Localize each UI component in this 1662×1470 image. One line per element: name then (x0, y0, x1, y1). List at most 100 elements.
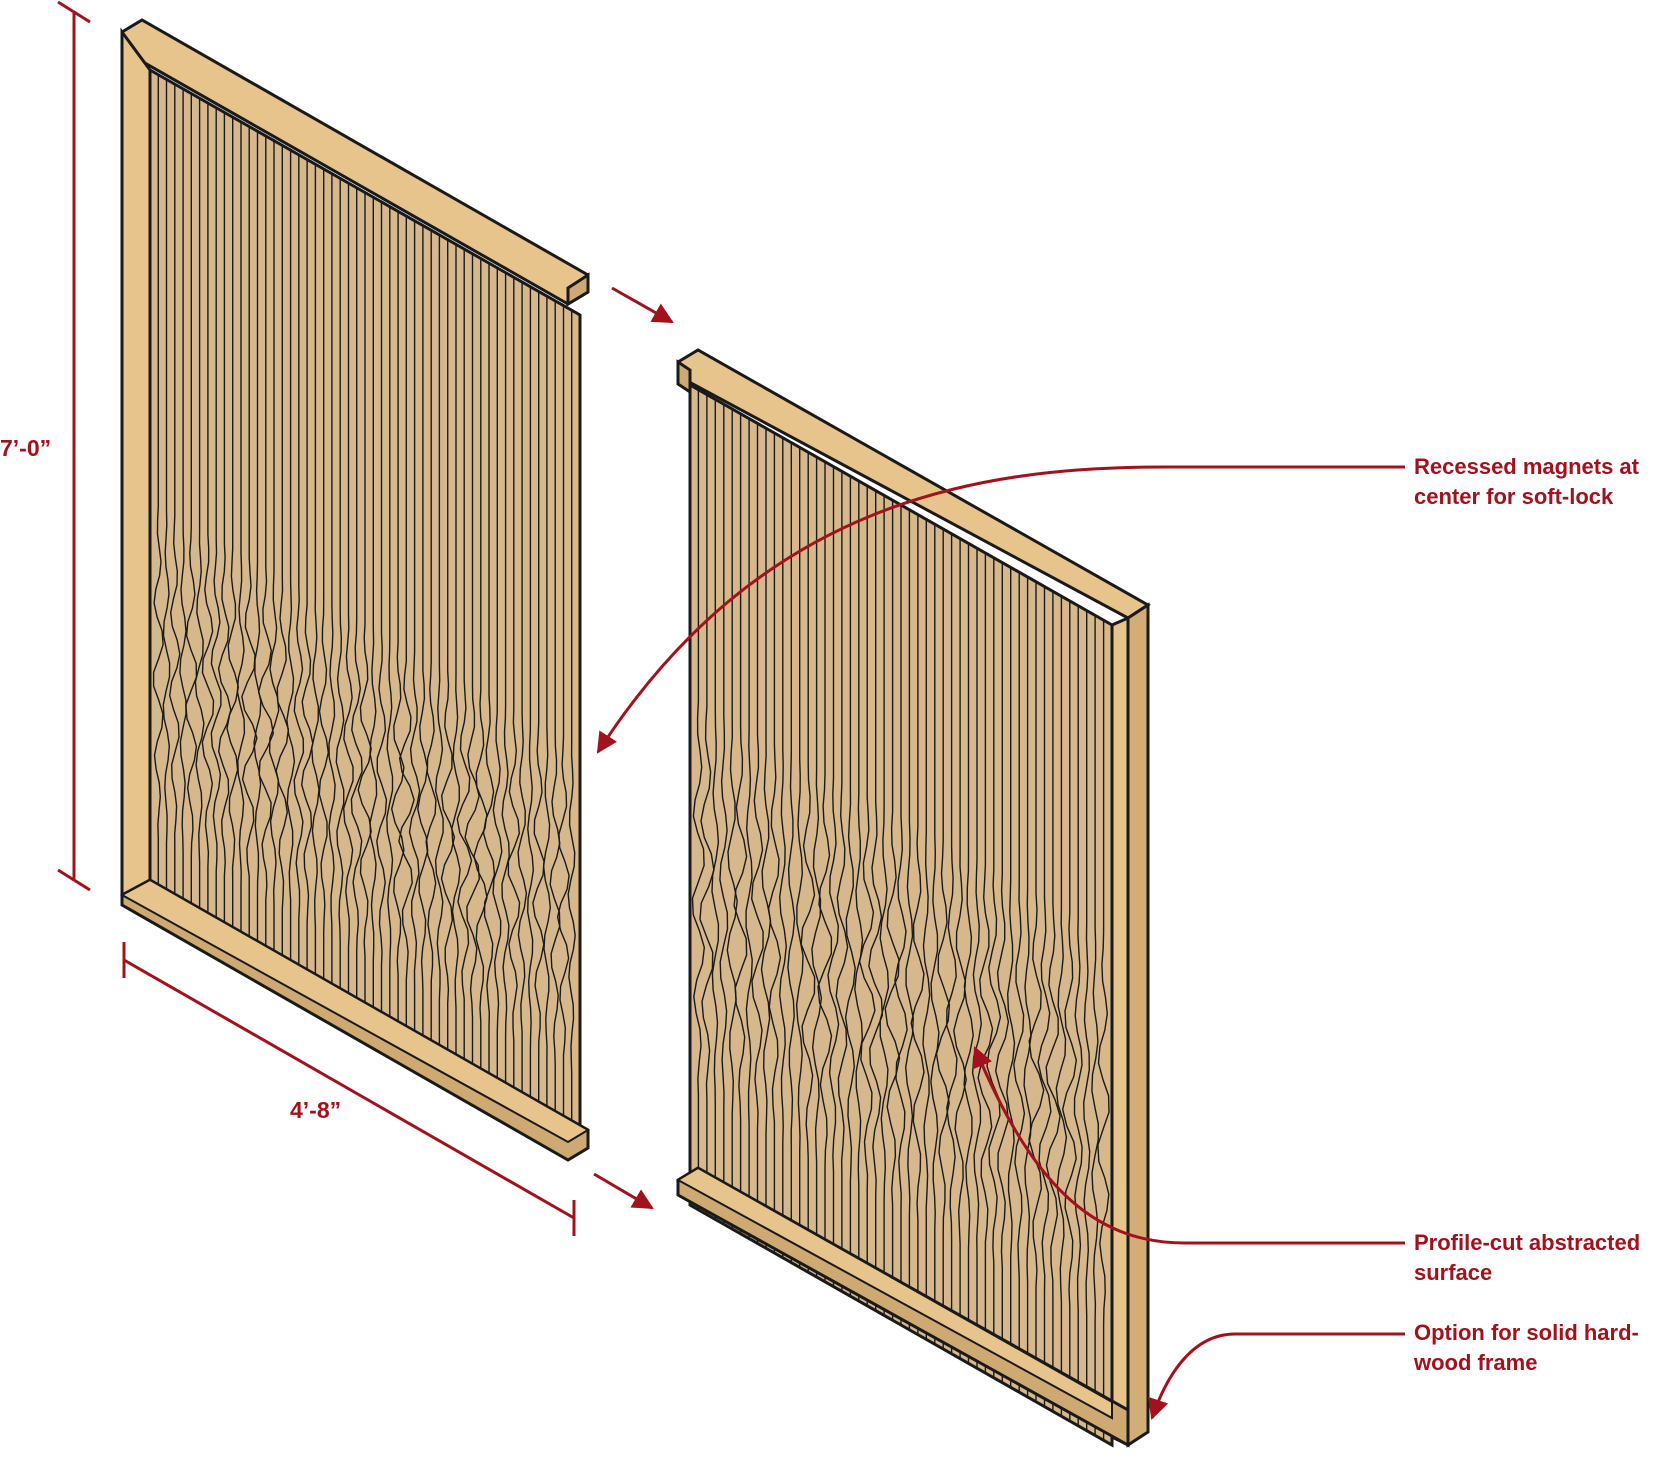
slat-line (311, 164, 320, 995)
slat-line (1023, 577, 1032, 1397)
slat-line (350, 187, 363, 1018)
slat-line (226, 117, 240, 948)
slat-line (473, 258, 488, 1089)
callout-surface: Profile-cut abstracted surface (1414, 1228, 1640, 1288)
slat-line (440, 239, 456, 1070)
slat-line (1037, 586, 1052, 1407)
slat-line (507, 277, 521, 1108)
slat-line (456, 249, 473, 1079)
slat-line (162, 79, 171, 910)
slat-line (152, 74, 164, 905)
slat-line (236, 121, 246, 952)
slat-line (369, 197, 378, 1028)
slat-line (1073, 605, 1083, 1426)
slat-line (827, 466, 840, 1287)
slat-line (733, 413, 748, 1234)
slat-line (1006, 567, 1016, 1388)
right-panel-face (688, 382, 1114, 1448)
callout-frame: Option for solid hard- wood frame (1414, 1318, 1639, 1378)
left-panel-slats (152, 74, 576, 1141)
slat-line (275, 145, 290, 976)
callout-leader-frame (1148, 1332, 1405, 1420)
right-panel (675, 348, 1151, 1448)
slat-line (257, 136, 275, 966)
slat-line (946, 533, 958, 1354)
slat-line (1045, 591, 1061, 1412)
callout-surface-line-2: surface (1414, 1260, 1493, 1285)
slat-line (811, 457, 823, 1277)
slat-line (858, 485, 876, 1306)
right-frame-stile (1126, 602, 1150, 1448)
slat-line (357, 192, 372, 1023)
callout-magnets-line-1: Recessed magnets at (1414, 454, 1639, 479)
slat-line (726, 409, 738, 1229)
slat-line (1097, 620, 1110, 1441)
slat-line (386, 206, 394, 1037)
slat-line (930, 524, 940, 1345)
slat-line (935, 529, 951, 1349)
slat-line (844, 476, 856, 1297)
width-dimension-line (122, 942, 576, 1236)
slat-line (390, 211, 405, 1042)
slat-line (904, 509, 915, 1330)
slat-line (719, 404, 729, 1225)
slat-line (750, 423, 764, 1244)
callout-magnets-line-2: center for soft-lock (1414, 484, 1614, 509)
slat-line (1013, 572, 1026, 1393)
slat-line (492, 267, 503, 1098)
slat-line (376, 201, 388, 1032)
slat-line (868, 490, 884, 1311)
slat-line (451, 244, 461, 1075)
slat-line (168, 84, 181, 915)
slat-line (835, 471, 849, 1292)
slat-line (335, 178, 345, 1009)
slat-line (884, 500, 901, 1321)
slat-line (556, 305, 570, 1136)
callout-leader-magnets (596, 465, 1405, 754)
slat-line (1061, 601, 1078, 1421)
slat-line (179, 88, 187, 919)
slat-line (434, 234, 444, 1065)
slat-line (894, 505, 908, 1325)
callout-frame-line-1: Option for solid hard- (1414, 1320, 1639, 1345)
slat-line (795, 447, 804, 1268)
slat-line (464, 253, 481, 1084)
slat-line (526, 286, 535, 1117)
slat-line (398, 216, 415, 1047)
slat-line (699, 394, 715, 1215)
height-dimension-line (57, 0, 91, 892)
slat-line (767, 433, 782, 1253)
slat-line (760, 428, 772, 1249)
slat-line (217, 112, 232, 943)
slat-line (910, 514, 925, 1335)
slat-line (879, 495, 890, 1316)
right-panel-slats (691, 389, 1110, 1441)
slat-line (241, 126, 258, 957)
callout-surface-line-1: Profile-cut abstracted (1414, 1230, 1641, 1255)
left-panel (119, 18, 590, 1162)
slat-line (549, 300, 561, 1131)
slat-line (194, 98, 205, 929)
slat-line (408, 220, 421, 1051)
slat-line (185, 93, 198, 924)
slat-line (1055, 596, 1068, 1417)
slat-line (817, 461, 833, 1282)
slat-line (800, 452, 816, 1273)
slat-line (501, 272, 510, 1103)
slat-line (482, 263, 496, 1094)
height-dimension-label: 7’-0” (0, 435, 52, 461)
slat-line (532, 291, 545, 1122)
width-dimension-label: 4’-8” (290, 1097, 342, 1123)
callout-magnets: Recessed magnets at center for soft-lock (1414, 452, 1639, 512)
slat-line (210, 107, 222, 938)
slat-line (425, 230, 437, 1061)
slat-line (201, 103, 215, 933)
slat-line (268, 140, 280, 971)
slat-line (253, 131, 262, 962)
slat-line (542, 296, 552, 1127)
slat-line (787, 442, 796, 1263)
callout-frame-line-2: wood frame (1414, 1350, 1538, 1375)
slat-line (854, 481, 864, 1301)
